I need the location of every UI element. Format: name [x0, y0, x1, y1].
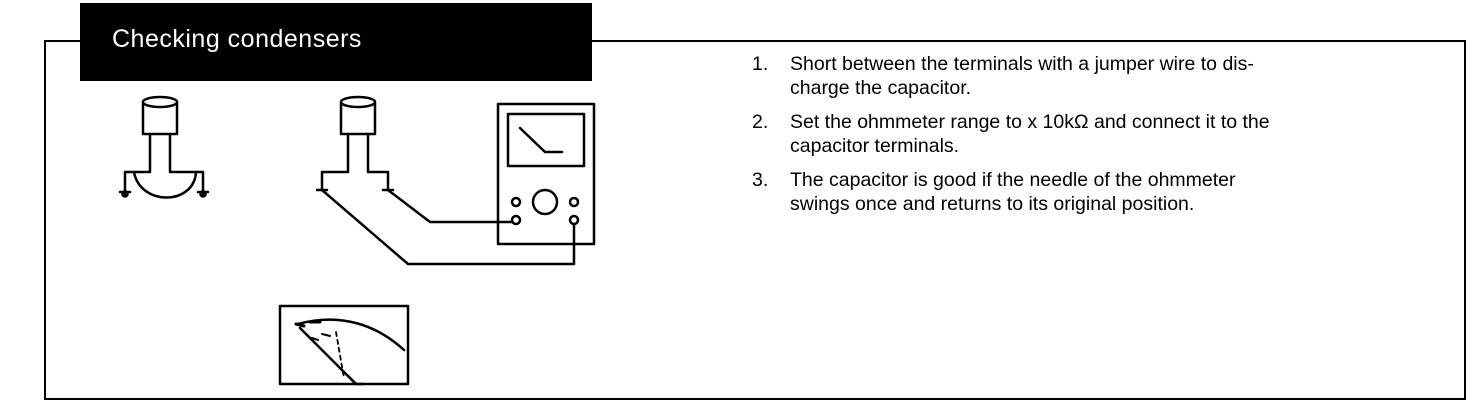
step-number: 1.: [752, 53, 769, 75]
step-text: Set the ohmmeter range to x 10kΩ and con…: [790, 111, 1270, 157]
step-text: Short between the terminals with a jumpe…: [790, 53, 1254, 99]
step-3: 3. The capacitor is good if the needle o…: [752, 168, 1452, 216]
section-title-bar: Checking condensers: [80, 3, 592, 81]
step-text: The capacitor is good if the needle of t…: [790, 169, 1236, 215]
procedure-steps: 1. Short between the terminals with a ju…: [752, 52, 1452, 226]
section-frame: [44, 40, 1466, 400]
step-1: 1. Short between the terminals with a ju…: [752, 52, 1452, 100]
meter-needle-swing-icon: [278, 304, 410, 386]
capacitor-with-jumper-icon: [118, 95, 210, 199]
illustration-area: [118, 95, 596, 386]
step-number: 3.: [752, 169, 769, 191]
section-title: Checking condensers: [112, 25, 362, 53]
step-number: 2.: [752, 111, 769, 133]
capacitor-with-ohmmeter-icon: [315, 95, 596, 266]
step-2: 2. Set the ohmmeter range to x 10kΩ and …: [752, 110, 1452, 158]
